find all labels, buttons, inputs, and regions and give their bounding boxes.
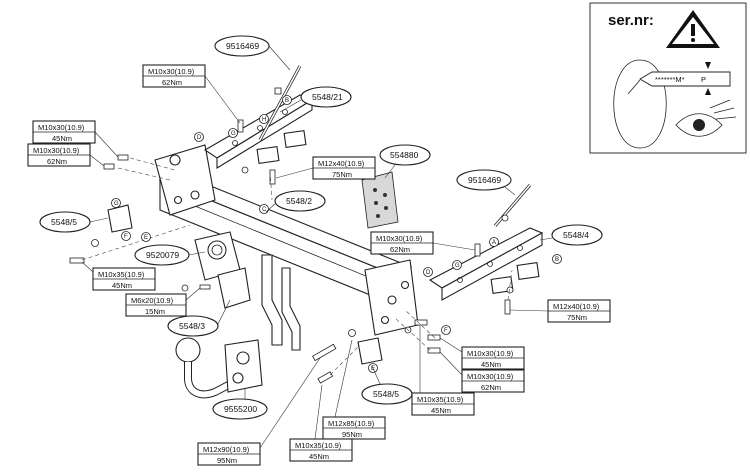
- torque-box-m10x35-bottom-size: M10x35(10.9): [417, 395, 464, 404]
- serial-number-panel: ser.nr: *******M* P: [589, 2, 747, 154]
- eye-icon: [675, 99, 737, 137]
- torque-box-m10x30-left-b-size: M10x30(10.9): [33, 146, 80, 155]
- support-strap-a: [261, 254, 283, 346]
- torque-box-m12x90-value: 95Nm: [217, 456, 237, 465]
- bolt-bag-554880: [361, 171, 399, 229]
- torque-box-m10x30-center-value: 62Nm: [390, 245, 410, 254]
- svg-text:G: G: [455, 263, 460, 269]
- serial-plate-letter: P: [701, 75, 706, 84]
- part-label-554880: 554880: [390, 150, 419, 160]
- mount-plate-right-a: [516, 262, 540, 280]
- svg-text:G: G: [114, 201, 119, 207]
- torque-box-m10x35-left-size: M10x35(10.9): [98, 270, 145, 279]
- torque-box-m12x40-mid-value: 75Nm: [332, 170, 352, 179]
- part-label-9555200: 9555200: [224, 404, 257, 414]
- tow-ball-assembly: [175, 337, 263, 399]
- torque-box-m10x35-lower-size: M10x35(10.9): [295, 441, 342, 450]
- torque-box-m10x35-left-value: 45Nm: [112, 281, 132, 290]
- svg-text:D: D: [426, 270, 431, 276]
- mount-plate-left-b: [283, 130, 307, 148]
- torque-box-m6x20-value: 15Nm: [145, 307, 165, 316]
- bracket-5548-5-left: [107, 204, 133, 233]
- long-bolt-left: [259, 65, 301, 141]
- torque-box-m10x30-right-a-value: 45Nm: [481, 360, 501, 369]
- torque-box-m10x30-top-value: 62Nm: [162, 78, 182, 87]
- serial-plate-text: *******M*: [655, 75, 685, 84]
- assembly-guide-lines: [81, 157, 513, 376]
- svg-text:E: E: [144, 235, 148, 241]
- svg-text:D: D: [197, 135, 202, 141]
- part-label-9520079: 9520079: [146, 250, 179, 260]
- torque-box-m12x85-size: M12x85(10.9): [328, 419, 375, 428]
- torque-box-m10x35-bottom-value: 45Nm: [431, 406, 451, 415]
- svg-text:F: F: [444, 328, 448, 334]
- part-label-9516469-right: 9516469: [468, 175, 501, 185]
- torque-box-m6x20-size: M6x20(10.9): [131, 296, 174, 305]
- torque-boxes: M10x30(10.9) 62Nm M10x30(10.9) 45Nm M10x…: [27, 64, 611, 466]
- torque-box-m10x35-lower-value: 45Nm: [309, 452, 329, 461]
- hitch-mount-5548-3: [217, 267, 251, 309]
- svg-text:F: F: [124, 234, 128, 240]
- svg-text:G: G: [231, 131, 236, 137]
- torque-box-m12x40-right-size: M12x40(10.9): [553, 302, 600, 311]
- svg-text:B: B: [285, 98, 289, 104]
- hardware-bolts: [69, 87, 514, 384]
- part-label-5548-5-left: 5548/5: [51, 217, 77, 227]
- torque-box-m10x30-right-b-value: 62Nm: [481, 383, 501, 392]
- torque-box-m10x30-right-b-size: M10x30(10.9): [467, 372, 514, 381]
- part-labels: 9516469 5548/21 554880 9516469 5548/2 55…: [39, 35, 603, 420]
- left-side-bracket: [154, 144, 216, 216]
- warning-triangle-icon: [666, 10, 720, 48]
- bracket-5548-5-bottom: [357, 337, 383, 365]
- torque-box-m10x30-center-size: M10x30(10.9): [376, 234, 423, 243]
- torque-box-m10x30-left-a-size: M10x30(10.9): [38, 123, 85, 132]
- reference-letters: D B H G C G F E A B G D F E: [111, 95, 562, 373]
- svg-text:C: C: [262, 207, 267, 213]
- part-label-9516469-top: 9516469: [226, 41, 259, 51]
- svg-text:B: B: [555, 257, 559, 263]
- long-bolt-right: [494, 184, 531, 227]
- svg-text:H: H: [262, 117, 266, 123]
- torque-box-m10x30-left-b-value: 62Nm: [47, 157, 67, 166]
- part-label-5548-3: 5548/3: [179, 321, 205, 331]
- serial-number-title: ser.nr:: [608, 12, 654, 29]
- torque-box-m12x85-value: 95Nm: [342, 430, 362, 439]
- torque-box-m12x40-right-value: 75Nm: [567, 313, 587, 322]
- mount-plate-left-a: [256, 146, 280, 164]
- part-label-5548-2: 5548/2: [286, 196, 312, 206]
- part-label-5548-21: 5548/21: [312, 92, 343, 102]
- torque-box-m10x30-top-size: M10x30(10.9): [148, 67, 195, 76]
- torque-box-m12x90-size: M12x90(10.9): [203, 445, 250, 454]
- torque-box-m12x40-mid-size: M12x40(10.9): [318, 159, 365, 168]
- torque-box-m10x30-left-a-value: 45Nm: [52, 134, 72, 143]
- svg-text:A: A: [492, 240, 496, 246]
- part-label-5548-5-bottom: 5548/5: [373, 389, 399, 399]
- serial-plate-tag: [639, 71, 731, 87]
- torque-box-m10x30-right-a-size: M10x30(10.9): [467, 349, 514, 358]
- support-strap-b: [281, 267, 301, 351]
- part-label-5548-4: 5548/4: [563, 230, 589, 240]
- right-side-bracket: [364, 259, 419, 336]
